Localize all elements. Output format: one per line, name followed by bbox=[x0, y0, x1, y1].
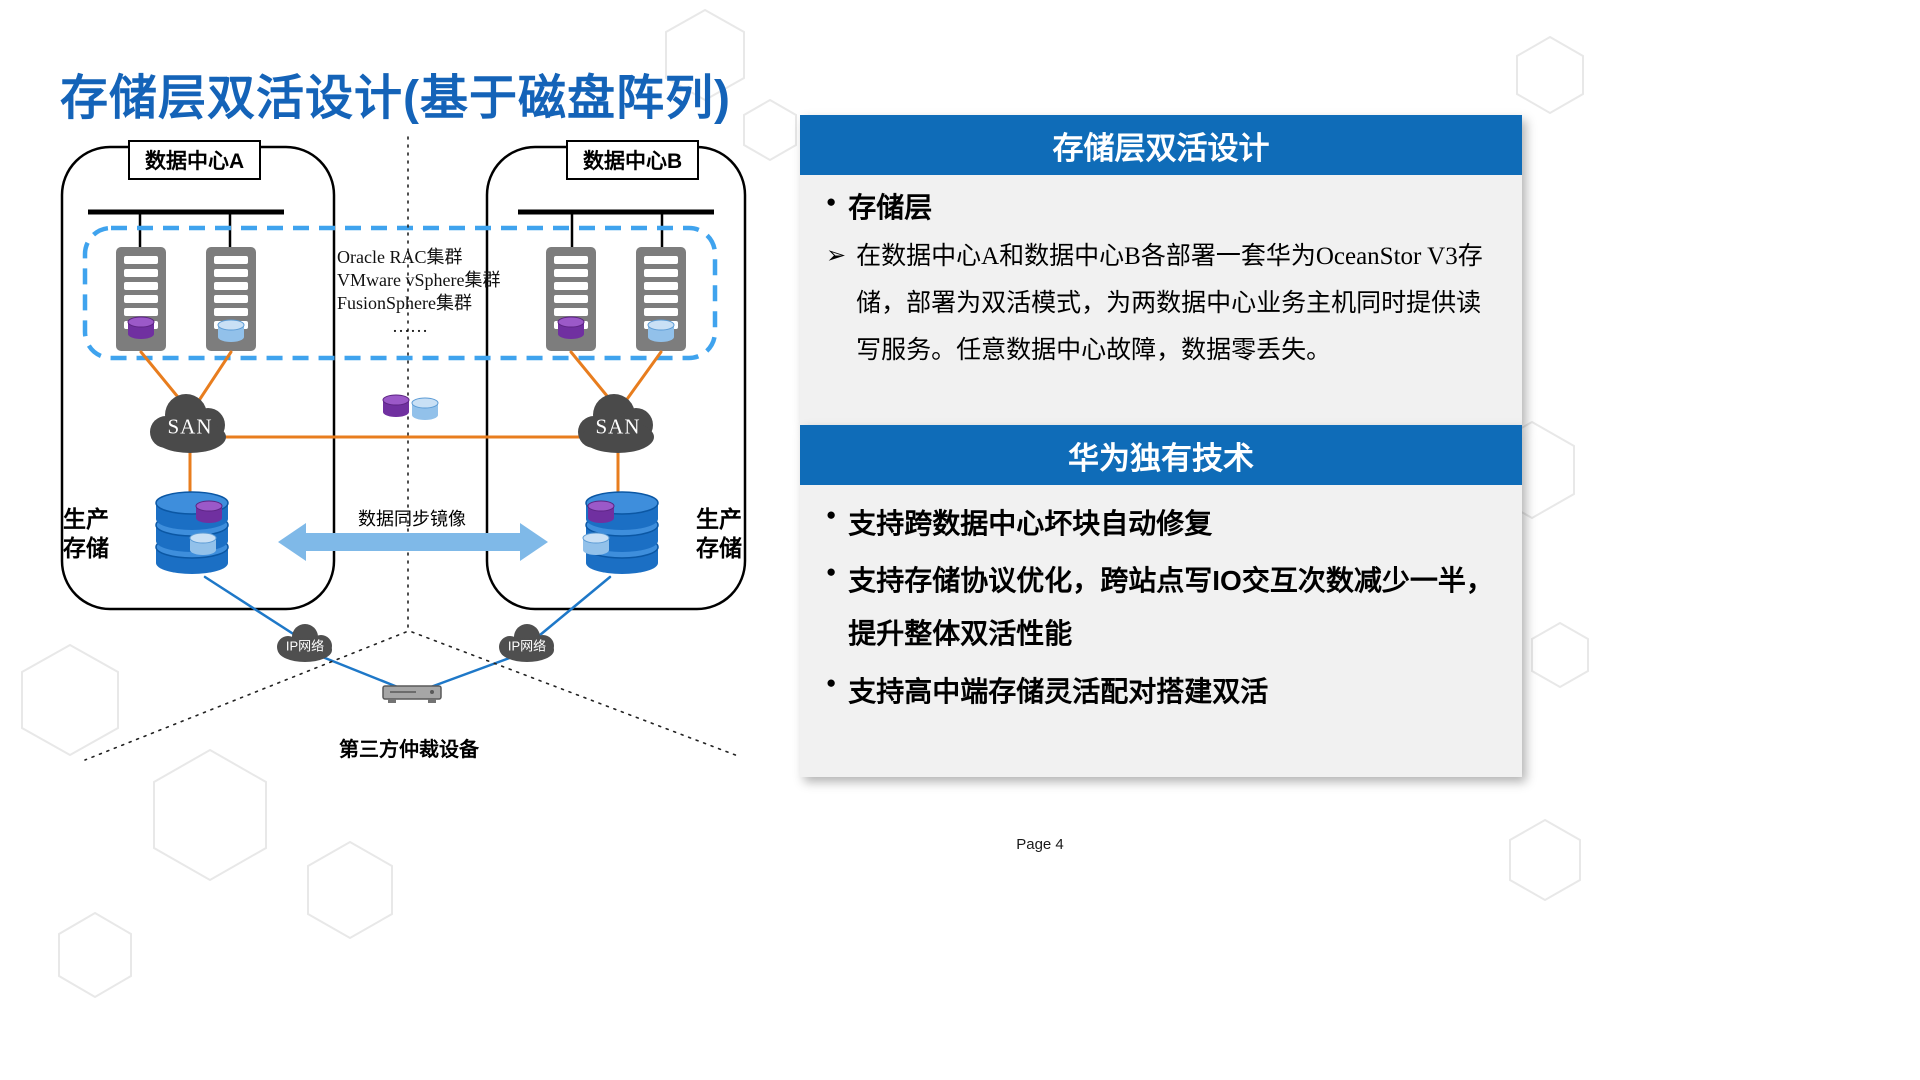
sync-mirror-label: 数据同步镜像 bbox=[358, 509, 466, 529]
cluster-dashed-boundary bbox=[82, 225, 718, 361]
arbiter-device-icon bbox=[382, 685, 442, 703]
datacenter-a-label: 数据中心A bbox=[128, 140, 262, 180]
san-label-b: SAN bbox=[595, 414, 641, 439]
production-storage-label-b: 生产存储 bbox=[696, 506, 742, 561]
bullet-icon: ● bbox=[826, 505, 837, 524]
san-label-a: SAN bbox=[167, 414, 213, 439]
panel-huawei-tech: 华为独有技术 ● 支持跨数据中心坏块自动修复 ● 支持存储协议优化，跨站点写IO… bbox=[800, 425, 1522, 777]
cluster-label-line: Oracle RAC集群 bbox=[337, 247, 463, 267]
arrow-bullet-icon: ➢ bbox=[826, 242, 847, 269]
panel-huawei-tech-title: 华为独有技术 bbox=[800, 425, 1522, 485]
sync-mirror-arrow-icon bbox=[278, 523, 548, 561]
datacenter-b-label: 数据中心B bbox=[566, 140, 700, 180]
ip-network-label-a: IP网络 bbox=[285, 638, 325, 654]
hexagon-pattern-background bbox=[21, 8, 1589, 999]
san-links-orange bbox=[139, 350, 663, 494]
cluster-label-line: FusionSphere集群 bbox=[337, 293, 472, 313]
panel-storage-design-body: ● 存储层 ➢ 在数据中心A和数据中心B各部署一套华为OceanStor V3存… bbox=[800, 175, 1522, 425]
bullet-icon: ● bbox=[826, 562, 837, 582]
quorum-links-blue bbox=[203, 575, 612, 690]
cluster-label-line: …… bbox=[392, 316, 428, 336]
page-title: 存储层双活设计(基于磁盘阵列) bbox=[60, 72, 731, 126]
dotted-diagonal-lines bbox=[84, 631, 739, 761]
tech-bullet-3: 支持高中端存储灵活配对搭建双活 bbox=[848, 675, 1269, 707]
ip-network-label-b: IP网络 bbox=[507, 638, 547, 654]
storage-design-description: 在数据中心A和数据中心B各部署一套华为OceanStor V3存储，部署为双活模… bbox=[856, 243, 1483, 364]
arbiter-label: 第三方仲裁设备 bbox=[339, 739, 479, 761]
cluster-label-line: VMware vSphere集群 bbox=[337, 270, 501, 290]
bullet-icon: ● bbox=[826, 192, 837, 211]
panel-storage-design-title: 存储层双活设计 bbox=[800, 115, 1522, 175]
section-heading-storage-layer: 存储层 bbox=[848, 192, 933, 223]
tech-bullet-2: 支持存储协议优化，跨站点写IO交互次数减少一半，提升整体双活性能 bbox=[848, 565, 1494, 650]
tech-bullet-1: 支持跨数据中心坏块自动修复 bbox=[848, 508, 1213, 539]
panel-storage-design: 存储层双活设计 ● 存储层 ➢ 在数据中心A和数据中心B各部署一套华为Ocean… bbox=[800, 115, 1522, 425]
bullet-icon: ● bbox=[826, 672, 837, 692]
cluster-list: Oracle RAC集群 VMware vSphere集群 FusionSphe… bbox=[337, 246, 500, 338]
production-storage-label-a: 生产存储 bbox=[63, 506, 109, 561]
panel-huawei-tech-body: ● 支持跨数据中心坏块自动修复 ● 支持存储协议优化，跨站点写IO交互次数减少一… bbox=[800, 485, 1522, 777]
replicated-volume-icons bbox=[382, 394, 439, 421]
page-number: Page 4 bbox=[1016, 836, 1064, 853]
